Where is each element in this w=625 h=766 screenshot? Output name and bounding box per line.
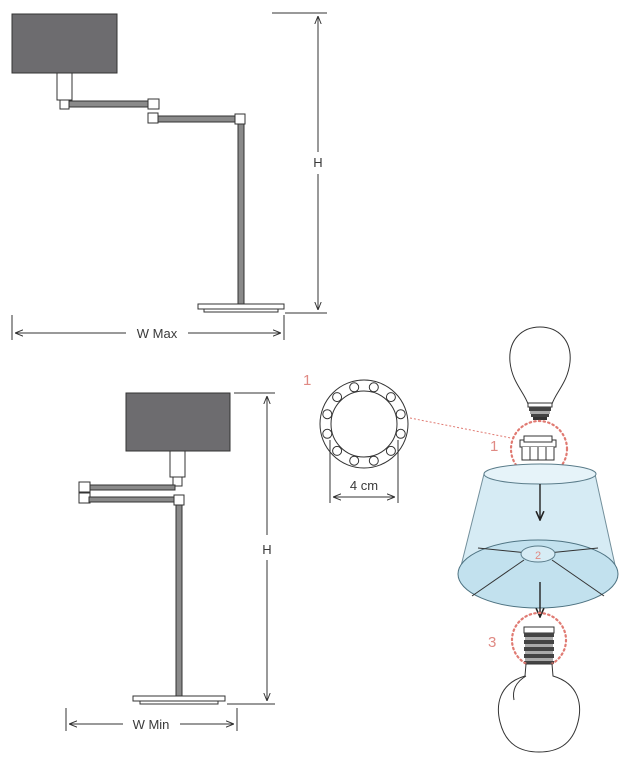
- lampshade-top-rim: [483, 463, 597, 485]
- lamp-arm-lower: [157, 115, 237, 123]
- bulb-glass: [509, 326, 571, 405]
- ring-nut-tooth: [385, 445, 396, 456]
- ring-nut-detail: 1 4 cm: [303, 372, 517, 503]
- detail-number: 1: [303, 372, 311, 389]
- lamp-arm-upper: [88, 484, 176, 491]
- width-min-label: W Min: [133, 717, 170, 732]
- ring-diameter-label: 4 cm: [350, 478, 378, 493]
- height-label: H: [313, 155, 322, 170]
- detail-leader-line: [409, 417, 517, 440]
- lamp-arm-upper: [68, 100, 150, 108]
- lampshade-bottom-rim: [457, 539, 619, 609]
- height-dimension-2: H: [227, 392, 275, 705]
- height-label: H: [262, 542, 271, 557]
- lamp-base: [197, 303, 285, 310]
- width-min-dimension: W Min: [65, 708, 238, 732]
- ring-nut-tooth: [322, 428, 333, 439]
- lamp-socket-joint: [59, 99, 70, 110]
- ring-nut-tooth: [385, 392, 396, 403]
- holder-thread: [524, 633, 554, 664]
- height-dimension-1: H: [272, 12, 327, 314]
- lamp-arm-joint: [147, 98, 160, 110]
- lamp-base-bottom: [139, 700, 219, 705]
- lamp-shade: [125, 392, 231, 452]
- width-max-dimension: W Max: [11, 315, 285, 341]
- lampshade: 2: [457, 463, 619, 617]
- holder-body: [497, 663, 581, 753]
- ring-nut-tooth: [322, 409, 333, 420]
- lamp-arm-joint: [234, 113, 246, 125]
- bulb-screw-base: [529, 407, 551, 420]
- lamp-socket: [169, 450, 186, 478]
- lamp-arm-joint: [147, 112, 159, 124]
- lampshade-fitter-ring: [520, 545, 556, 563]
- step-1-number: 1: [490, 438, 498, 455]
- lamp-socket-joint: [172, 476, 183, 487]
- lamp-shade: [11, 13, 118, 74]
- lamp-arm-joint: [78, 481, 91, 493]
- step-3-number: 3: [488, 634, 496, 651]
- lamp-base: [132, 695, 226, 702]
- lamp-extended: [11, 13, 285, 313]
- ring-nut-tooth: [395, 428, 406, 439]
- lamp-socket: [56, 72, 73, 101]
- width-max-label: W Max: [137, 326, 178, 341]
- lamp-arm-joint: [173, 494, 185, 506]
- ring-nut-tooth: [349, 382, 360, 393]
- lamp-arm-lower: [88, 496, 176, 503]
- lamp-folded: [78, 392, 231, 705]
- lamp-stem: [237, 123, 245, 305]
- ring-nut-tooth: [395, 409, 406, 420]
- step-2-number: 2: [535, 550, 541, 562]
- lamp-holder: 3: [488, 611, 581, 753]
- lamp-base-bottom: [203, 308, 279, 313]
- ring-nut-tooth: [332, 445, 343, 456]
- lamp-stem: [175, 504, 183, 697]
- lamp-arm-joint: [78, 492, 91, 504]
- bulb-neck: [527, 402, 553, 408]
- ring-nut-tooth: [368, 455, 379, 466]
- bulb-top: [509, 326, 571, 420]
- ring-nut-tooth: [332, 392, 343, 403]
- ring-nut-teeth: [322, 382, 406, 466]
- ring-nut-inner: [330, 390, 398, 458]
- ring-nut-tooth: [349, 455, 360, 466]
- ring-nut-tooth: [368, 382, 379, 393]
